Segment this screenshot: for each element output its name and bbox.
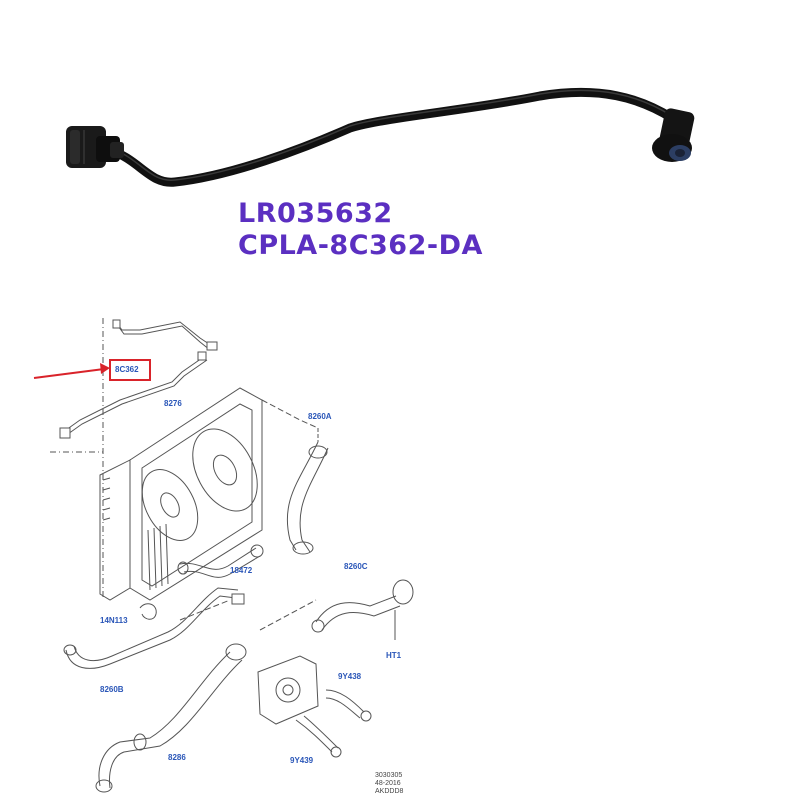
clip-14n113 <box>139 603 157 620</box>
hose-8260b <box>63 587 245 669</box>
part-number-lr: LR035632 <box>238 198 393 229</box>
callout-9y438: 9Y438 <box>338 672 362 681</box>
hose-8286 <box>95 643 247 793</box>
callout-8286: 8286 <box>168 753 186 762</box>
right-quick-connector <box>652 108 695 162</box>
diagram-reference: 3030305 48-2016 AKDDD8 <box>375 772 403 796</box>
callout-8260c: 8260C <box>344 562 368 571</box>
radiator-fan-assembly <box>99 387 263 601</box>
highlight-arrow <box>33 363 110 379</box>
hose-photo <box>66 87 695 187</box>
thermostat-housing <box>257 655 319 725</box>
hose-8260c <box>311 579 414 640</box>
hose-9y438 <box>325 689 372 722</box>
callout-8276: 8276 <box>164 399 182 408</box>
left-quick-connector <box>66 126 124 168</box>
reference-line-2: 48-2016 <box>375 780 401 787</box>
part-number-oem: CPLA-8C362-DA <box>238 230 483 261</box>
reference-line-1: 3030305 <box>375 772 403 779</box>
callout-8260b: 8260B <box>100 685 124 694</box>
callout-8260a: 8260A <box>308 412 332 421</box>
callout-8c362: 8C362 <box>115 365 139 374</box>
callout-ht1: HT1 <box>386 651 402 660</box>
reference-line-3: AKDDD8 <box>375 788 404 795</box>
hose-tube <box>105 87 677 187</box>
callout-9y439: 9Y439 <box>290 756 314 765</box>
highlight-box-8c362 <box>109 359 151 381</box>
pipe-8276 <box>59 351 208 439</box>
hose-18472 <box>177 544 264 578</box>
callout-14n113: 14N113 <box>100 616 128 625</box>
pipe-8c362 <box>112 319 218 351</box>
hose-9y439 <box>295 715 342 758</box>
callout-18472: 18472 <box>230 566 253 575</box>
hose-8260a <box>286 428 329 555</box>
